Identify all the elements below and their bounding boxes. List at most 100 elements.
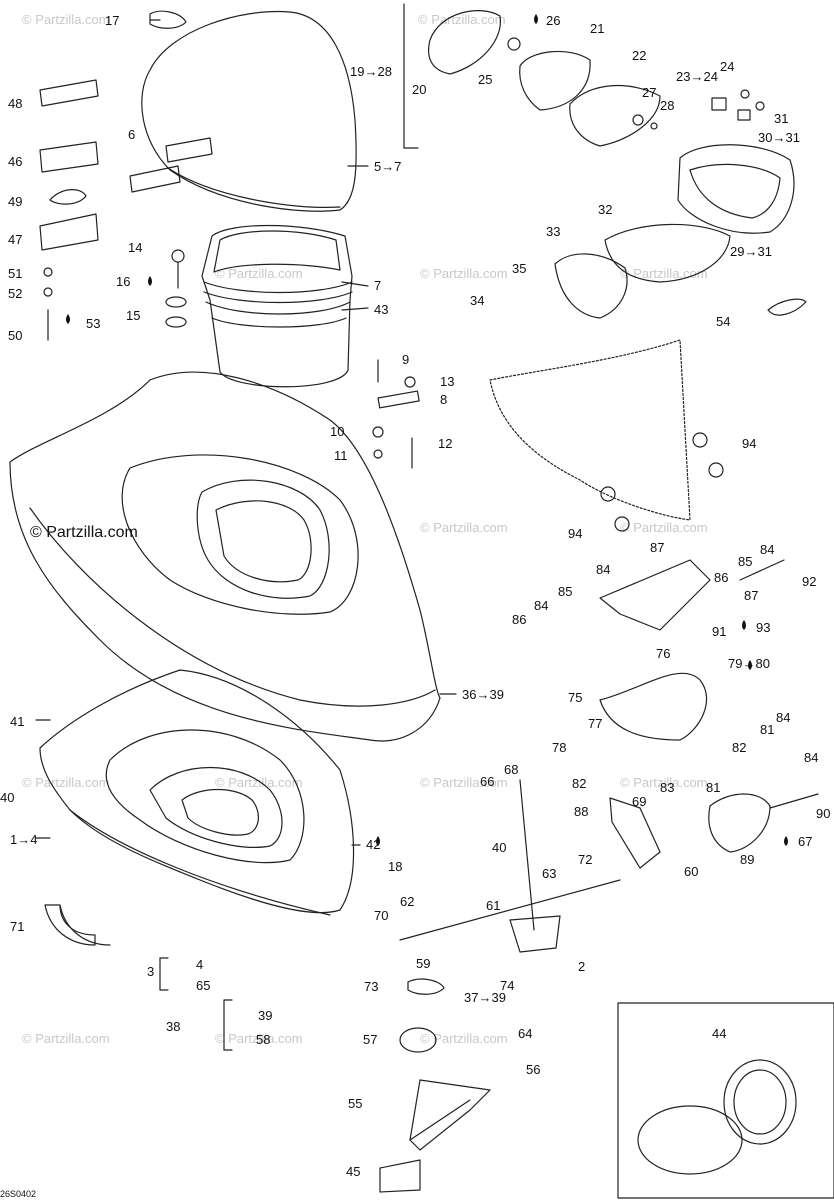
callout: 71 [10,919,24,934]
callout: 9 [402,352,409,367]
callout: 94 [742,436,756,451]
control-shaft [519,779,535,931]
bracket-47 [39,213,99,251]
linkage-bracket [708,793,771,853]
callout: 17 [105,13,119,28]
callout: 66 [480,774,494,789]
glove-box-tray [604,223,731,283]
mirror-base [519,50,591,111]
callout: 14 [128,240,142,255]
callout: 37→39 [464,990,506,1005]
callout: 15 [126,308,140,323]
footer-code: 26S0402 [0,1189,36,1199]
mirror [428,10,501,75]
callout: 6 [128,127,135,142]
callout: 3 [147,964,154,979]
callout: 90 [816,806,830,821]
callout: 92 [802,574,816,589]
callout: 40 [0,790,14,805]
callout: 24 [720,59,734,74]
brand-label: © Partzilla.com [30,524,138,541]
callout: 20 [412,82,426,97]
upper-deck [9,371,441,742]
callout: 43 [374,302,388,317]
callout: 82 [732,740,746,755]
callout: 86 [512,612,526,627]
callout: 11 [334,448,348,463]
hook-17 [149,10,187,29]
callout: 77 [588,716,602,731]
frame-bracket [489,339,691,521]
callout: 87 [650,540,664,555]
callout: 51 [8,266,22,281]
callout: 8 [440,392,447,407]
drop-icon [376,836,380,846]
callout: 59 [416,956,430,971]
callout: 5→7 [374,159,401,174]
callout: 85 [738,554,752,569]
callout: 31 [774,111,788,126]
watermarks: © Partzilla.com © Partzilla.com © Partzi… [22,12,708,1046]
callout: 16 [116,274,130,289]
callout: 65 [196,978,210,993]
callout: 44 [712,1026,726,1041]
callout: 45 [346,1164,360,1179]
callout: 54 [716,314,730,329]
callout: 35 [512,261,526,276]
ring-45 [723,1059,797,1145]
callout: 82 [572,776,586,791]
drop-icon [534,14,538,24]
callout: 39 [258,1008,272,1023]
callout: 40 [492,840,506,855]
callout: 4 [196,957,203,972]
watermark: © Partzilla.com [22,1031,110,1046]
watermark: © Partzilla.com [620,775,708,790]
control-plate [509,915,561,953]
drop-icon [748,660,752,670]
callout: 75 [568,690,582,705]
callout: 63 [542,866,556,881]
watermark: © Partzilla.com [620,266,708,281]
callout: 61 [486,898,500,913]
callout: 68 [504,762,518,777]
part-drawings [9,3,834,1199]
callout: 84 [596,562,610,577]
steering-column-plate [599,672,708,741]
callout: 46 [8,154,22,169]
callout: 1→4 [10,832,37,847]
callout: 10 [330,424,344,439]
callout: 58 [256,1032,270,1047]
pad-6 [129,165,181,193]
callout: 91 [712,624,726,639]
callout: 70 [374,908,388,923]
watermark: © Partzilla.com [215,1031,303,1046]
steering-arm [599,559,711,631]
callout: 72 [578,852,592,867]
callout: 84 [760,542,774,557]
drop-icon [784,836,788,846]
watermark: © Partzilla.com [620,520,708,535]
callout: 84 [776,710,790,725]
callout: 85 [558,584,572,599]
callout: 23→24 [676,69,718,84]
callout: 26 [546,13,560,28]
glove-box-cover [677,144,795,234]
callout: 74 [500,978,514,993]
watermark: © Partzilla.com [420,266,508,281]
callout: 76 [656,646,670,661]
callout: 13 [440,374,454,389]
strut-base [379,1159,421,1193]
callout: 93 [756,620,770,635]
gas-strut [409,1079,491,1151]
callout: 56 [526,1062,540,1077]
watermark: © Partzilla.com [215,775,303,790]
callout: 83 [660,780,674,795]
callout: 73 [364,979,378,994]
callout: 81 [760,722,774,737]
hull-liner [39,669,355,914]
callout: 67 [798,834,812,849]
cable-49 [49,189,87,205]
callout: 53 [86,316,100,331]
sealant-markers [66,14,788,846]
